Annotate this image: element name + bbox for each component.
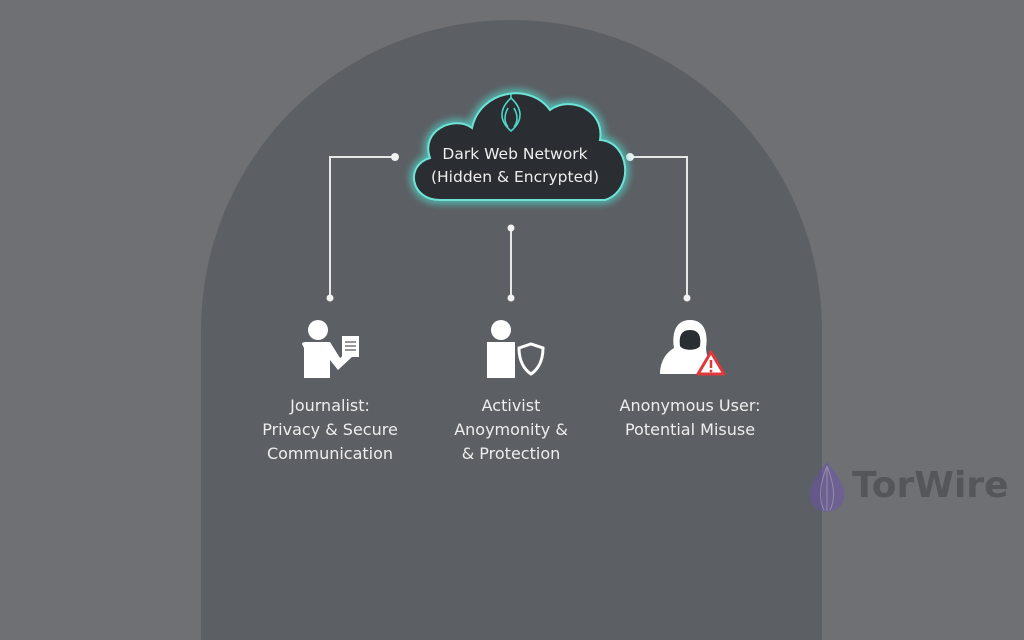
torwire-watermark: TorWire <box>806 456 1008 514</box>
watermark-text: TorWire <box>852 464 1009 506</box>
activist-node: Activist Anoymonity & & Protection <box>411 318 611 466</box>
dark-web-cloud <box>411 90 629 203</box>
journalist-node: Journalist: Privacy & Secure Communicati… <box>230 318 430 466</box>
node-label-line: Communication <box>266 444 394 463</box>
journalist-document-icon <box>302 320 359 378</box>
activist-shield-icon <box>487 320 545 378</box>
node-label-line: Journalist: <box>290 396 370 415</box>
node-label-line: Potential Misuse <box>624 420 756 439</box>
node-label-line: Anonymous User: <box>619 396 761 415</box>
cloud-label: Dark Web Network (Hidden & Encrypted) <box>400 143 630 189</box>
node-label-line: & Protection <box>461 444 561 463</box>
cloud-subtitle: (Hidden & Encrypted) <box>430 168 599 186</box>
node-label-line: Activist <box>481 396 541 415</box>
node-label-line: Anoymonity & <box>454 420 568 439</box>
node-label-line: Privacy & Secure <box>262 420 398 439</box>
anonymous-user-node: Anonymous User: Potential Misuse <box>590 318 790 442</box>
cloud-title: Dark Web Network <box>442 145 588 163</box>
onion-icon <box>501 94 521 133</box>
watermark-onion-icon <box>809 462 845 512</box>
connector-lines <box>326 153 691 302</box>
hooded-user-warning-icon <box>660 320 726 376</box>
